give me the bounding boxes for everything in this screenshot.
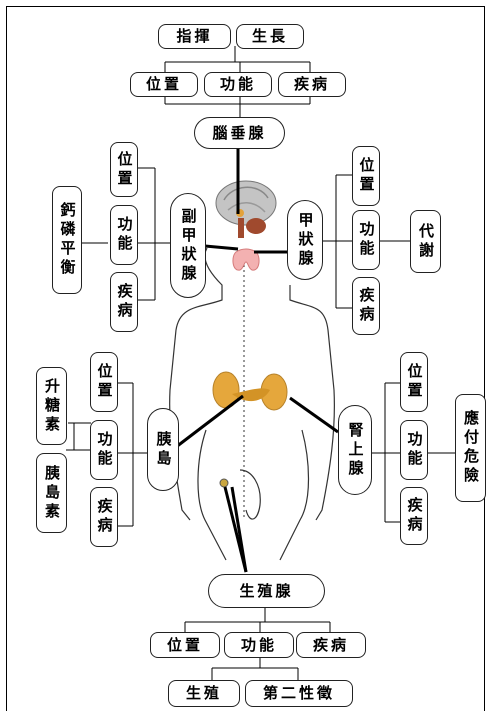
parathyroid-node[interactable]: 副甲狀腺 (170, 193, 206, 298)
calcium-phosphorus-balance-box[interactable]: 鈣磷平衡 (52, 186, 82, 294)
cope-with-danger-box[interactable]: 應付危險 (455, 394, 486, 502)
pituitary-disease-box[interactable]: 疾病 (278, 72, 346, 97)
parathyroid-function-box[interactable]: 功能 (110, 205, 138, 265)
thyroid-function-box[interactable]: 功能 (352, 210, 380, 270)
growth-box[interactable]: 生長 (236, 24, 304, 49)
pancreas-function-box[interactable]: 功能 (90, 420, 118, 480)
gonad-illustration (220, 479, 228, 487)
adrenal-function-box[interactable]: 功能 (400, 420, 428, 480)
command-box[interactable]: 指揮 (158, 24, 231, 49)
parathyroid-position-box[interactable]: 位置 (110, 142, 138, 197)
glucagon-box[interactable]: 升糖素 (36, 367, 67, 445)
kidney-illustration (213, 372, 287, 410)
gonad-function-box[interactable]: 功能 (224, 632, 294, 658)
thyroid-node[interactable]: 甲狀腺 (287, 200, 323, 280)
adrenal-node[interactable]: 腎上腺 (338, 405, 372, 495)
gonad-position-box[interactable]: 位置 (150, 632, 220, 658)
adrenal-position-box[interactable]: 位置 (400, 352, 428, 412)
pancreas-node[interactable]: 胰島 (147, 408, 179, 491)
pancreas-disease-box[interactable]: 疾病 (90, 487, 118, 547)
pituitary-node[interactable]: 腦垂腺 (194, 117, 285, 149)
thyroid-disease-box[interactable]: 疾病 (352, 277, 380, 335)
reproduction-box[interactable]: 生殖 (168, 680, 240, 707)
parathyroid-disease-box[interactable]: 疾病 (110, 272, 138, 332)
gonad-disease-box[interactable]: 疾病 (296, 632, 366, 658)
metabolism-box[interactable]: 代謝 (410, 210, 441, 273)
thyroid-position-box[interactable]: 位置 (352, 146, 380, 206)
adrenal-disease-box[interactable]: 疾病 (400, 487, 428, 545)
brain-illustration (216, 181, 276, 238)
insulin-box[interactable]: 胰島素 (36, 453, 67, 533)
pituitary-position-box[interactable]: 位置 (130, 72, 198, 97)
secondary-sex-characteristics-box[interactable]: 第二性徵 (245, 680, 353, 707)
pancreas-position-box[interactable]: 位置 (90, 352, 118, 412)
pituitary-function-box[interactable]: 功能 (204, 72, 272, 97)
gonad-node[interactable]: 生殖腺 (208, 574, 325, 608)
